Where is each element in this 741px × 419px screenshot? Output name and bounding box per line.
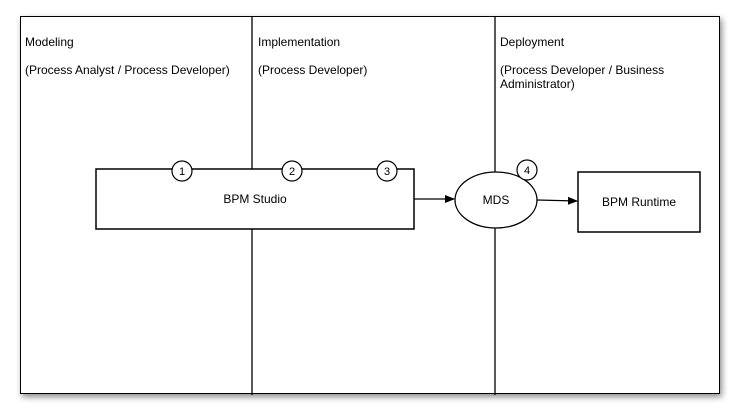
- diagram-canvas: BPM Studio 1 2 3 MDS 4 BPM Runtime: [95, 17, 701, 395]
- step-3-label: 3: [384, 166, 390, 178]
- step-1-marker: 1: [171, 160, 193, 182]
- bpm-runtime-box: [577, 171, 701, 233]
- lane-modeling-header: Modeling (Process Analyst / Process Deve…: [25, 21, 230, 77]
- arrow-mds-to-runtime: [536, 196, 578, 205]
- lane-title: Deployment: [500, 35, 565, 49]
- step-2-marker: 2: [281, 160, 303, 182]
- step-1-label: 1: [179, 166, 185, 178]
- step-3-marker: 3: [376, 160, 398, 182]
- lane-title: Implementation: [258, 35, 341, 49]
- mds-label: MDS: [483, 193, 510, 207]
- lane-title: Modeling: [25, 35, 74, 49]
- step-4-marker: 4: [516, 159, 538, 181]
- step-2-label: 2: [289, 166, 295, 178]
- lane-subtitle: (Process Analyst / Process Developer): [25, 63, 230, 77]
- step-4-label: 4: [524, 165, 530, 177]
- lane-subtitle: (Process Developer): [258, 63, 368, 77]
- bpm-studio-label: BPM Studio: [223, 192, 287, 206]
- bpm-studio-box: [95, 168, 415, 230]
- lane-deployment-header: Deployment (Process Developer / Business…: [500, 21, 664, 91]
- lane-subtitle: (Process Developer / Business Administra…: [500, 63, 665, 91]
- lane-implementation-header: Implementation (Process Developer): [258, 21, 367, 77]
- diagram-frame: Modeling (Process Analyst / Process Deve…: [20, 16, 720, 395]
- bpm-runtime-label: BPM Runtime: [602, 195, 676, 209]
